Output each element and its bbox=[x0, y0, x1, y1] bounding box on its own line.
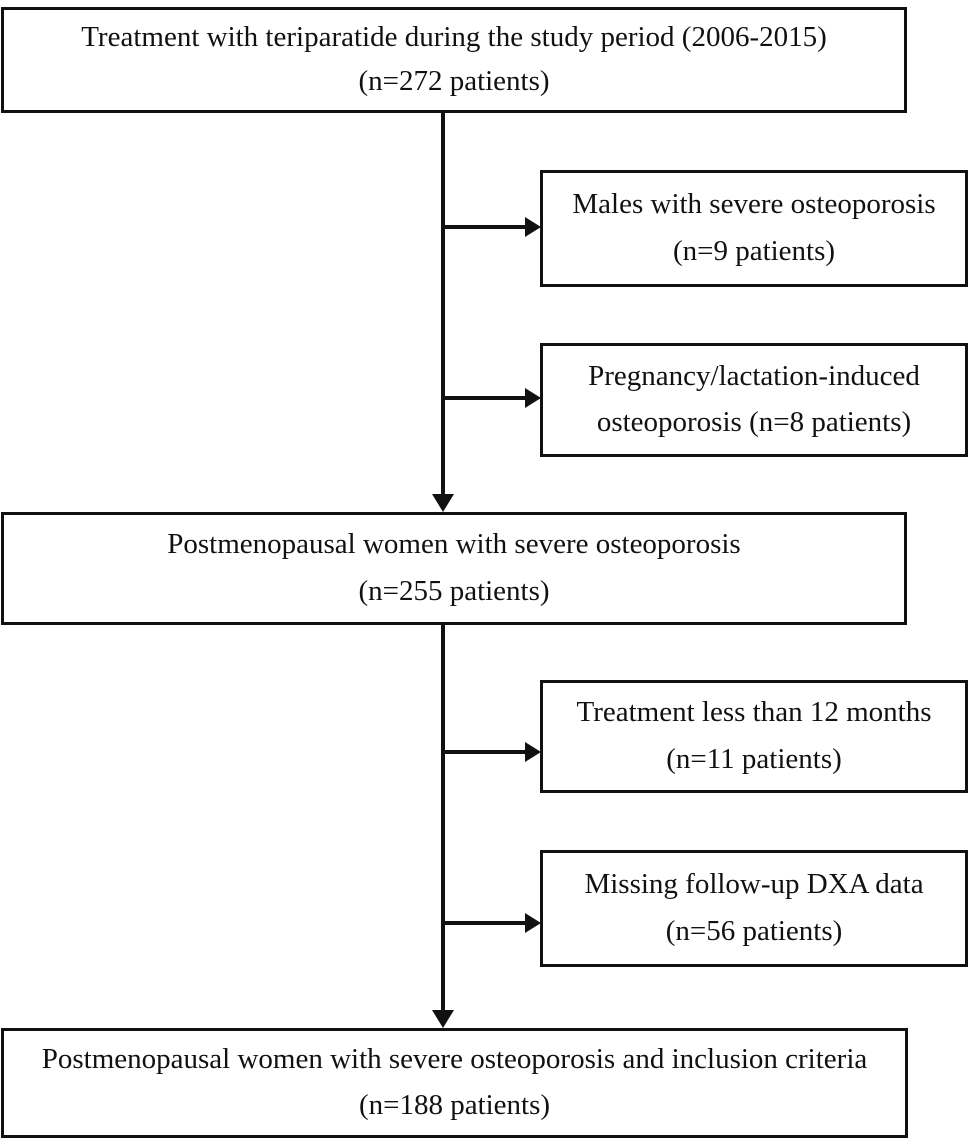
connector-line-branch-pregnancy bbox=[443, 396, 527, 400]
flow-box-short-count: (n=11 patients) bbox=[666, 742, 842, 775]
arrowhead-down-to-postmenopausal bbox=[432, 494, 454, 512]
flow-box-pregnancy-excluded: Pregnancy/lactation-induced osteoporosis… bbox=[540, 343, 968, 457]
arrowhead-right-to-short-treatment bbox=[525, 742, 541, 762]
flow-box-pregnancy-line2: osteoporosis (n=8 patients) bbox=[596, 406, 912, 439]
flow-box-final-included: Postmenopausal women with severe osteopo… bbox=[1, 1028, 908, 1138]
flow-box-males-line1: Males with severe osteoporosis bbox=[572, 187, 936, 220]
flow-box-final-line1: Postmenopausal women with severe osteopo… bbox=[41, 1043, 868, 1076]
flow-box-postmenopausal-count: (n=255 patients) bbox=[358, 574, 550, 607]
flow-box-short-treatment-excluded: Treatment less than 12 months (n=11 pati… bbox=[540, 680, 968, 793]
flow-box-treated: Treatment with teriparatide during the s… bbox=[1, 7, 907, 113]
arrowhead-right-to-missing-dxa bbox=[525, 913, 541, 933]
connector-line-branch-males bbox=[443, 225, 527, 229]
arrowhead-down-to-final bbox=[432, 1010, 454, 1028]
flow-box-final-count: (n=188 patients) bbox=[358, 1088, 551, 1121]
flow-box-dxa-count: (n=56 patients) bbox=[665, 915, 843, 948]
flow-box-pregnancy-line1: Pregnancy/lactation-induced bbox=[588, 359, 920, 392]
flow-box-treated-line1: Treatment with teriparatide during the s… bbox=[81, 21, 827, 54]
flow-box-treated-count: (n=272 patients) bbox=[358, 65, 550, 98]
flow-box-postmenopausal: Postmenopausal women with severe osteopo… bbox=[1, 512, 907, 625]
flow-box-postmenopausal-line1: Postmenopausal women with severe osteopo… bbox=[167, 528, 741, 561]
connector-line-branch-short-treatment bbox=[443, 750, 527, 754]
flow-box-dxa-line1: Missing follow-up DXA data bbox=[584, 867, 924, 900]
flow-box-short-line1: Treatment less than 12 months bbox=[576, 696, 932, 729]
connector-line-bottom-spine bbox=[441, 625, 445, 1012]
flow-box-missing-dxa-excluded: Missing follow-up DXA data (n=56 patient… bbox=[540, 850, 968, 967]
arrowhead-right-to-pregnancy bbox=[525, 388, 541, 408]
arrowhead-right-to-males bbox=[525, 217, 541, 237]
flow-box-males-excluded: Males with severe osteoporosis (n=9 pati… bbox=[540, 170, 968, 287]
connector-line-top-spine bbox=[441, 113, 445, 496]
connector-line-branch-missing-dxa bbox=[443, 921, 527, 925]
flow-box-males-count: (n=9 patients) bbox=[672, 235, 836, 268]
